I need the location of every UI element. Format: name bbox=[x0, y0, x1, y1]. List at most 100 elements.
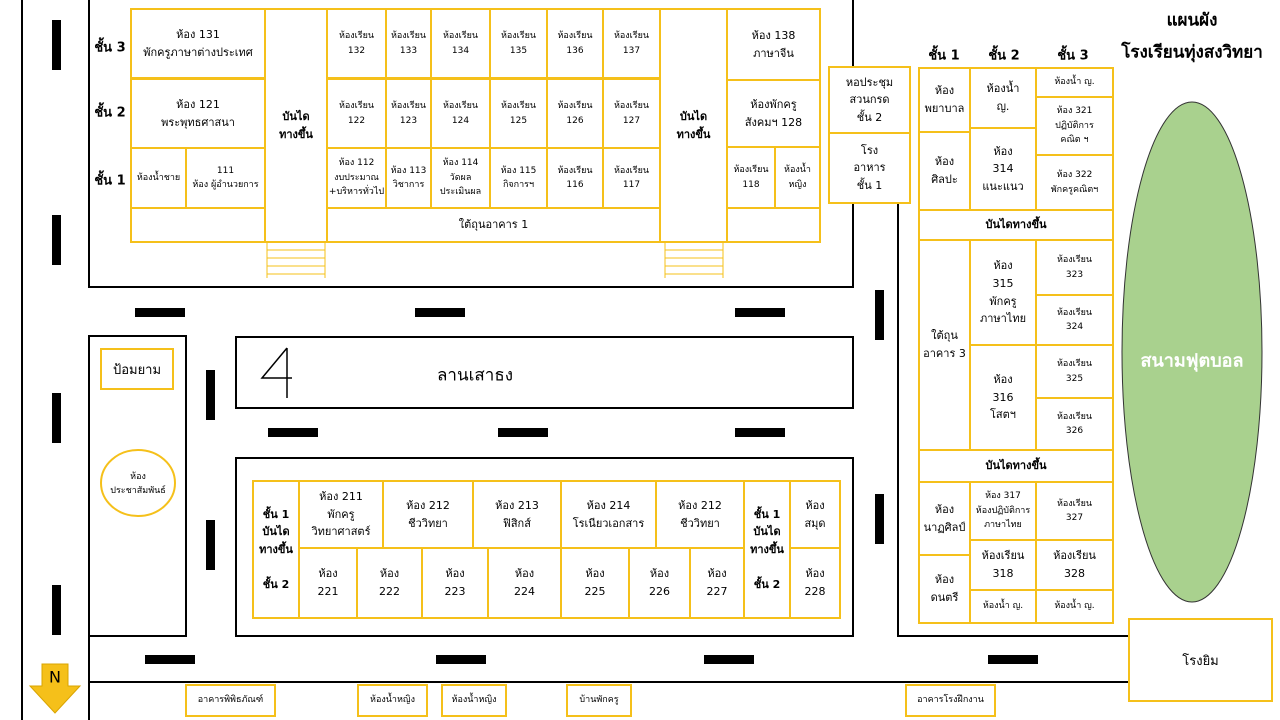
room-building1-r126: ห้องเรียน 126 bbox=[546, 78, 604, 149]
floor-label: ชั้น 1 bbox=[94, 173, 126, 189]
room-building3-art: ห้อง ศิลปะ bbox=[918, 131, 971, 211]
room-building1-r123: ห้องเรียน 123 bbox=[385, 78, 432, 149]
road-marking bbox=[875, 494, 884, 544]
room-building1-r118: ห้องเรียน 118 bbox=[726, 146, 776, 209]
school-name: โรงเรียนทุ่งสงวิทยา bbox=[1121, 42, 1263, 63]
room-building3-r326: ห้องเรียน 326 bbox=[1035, 397, 1114, 451]
room-building2-r213: ห้อง 213 ฟิสิกส์ bbox=[472, 480, 562, 549]
pr-room-label: ห้อง ประชาสัมพันธ์ bbox=[110, 472, 166, 496]
room-building1-r131: ห้อง 131 พักครูภาษาต่างประเทศ bbox=[130, 8, 266, 79]
room-building3-r315: ห้อง 315 พักครู ภาษาไทย bbox=[969, 239, 1037, 346]
stairs-icon bbox=[266, 243, 724, 278]
room-building1-r117: ห้องเรียน 117 bbox=[602, 147, 661, 209]
room-building2-r214: ห้อง 214 โรเนียวเอกสาร bbox=[560, 480, 657, 549]
room-building3-stairs2: บันไดทางขึ้น bbox=[918, 449, 1114, 483]
building-2-outline bbox=[235, 457, 854, 637]
room-building1-under: ใต้ถุนอาคาร 1 bbox=[326, 207, 661, 243]
road-edge-left bbox=[21, 0, 23, 720]
road-marking bbox=[875, 290, 884, 340]
road-marking bbox=[415, 308, 465, 317]
guard-area-outline bbox=[88, 335, 187, 637]
room-building2-library: ห้อง สมุด bbox=[789, 480, 841, 549]
flagpole-label: ลานเสาธง bbox=[437, 365, 513, 386]
room-building3-nurse: ห้อง พยาบาล bbox=[918, 67, 971, 133]
room-building3-r318: ห้องเรียน 318 bbox=[969, 539, 1037, 591]
guard-post: ป้อมยาม bbox=[100, 348, 174, 390]
north-label: N bbox=[49, 667, 61, 687]
road-marking bbox=[498, 428, 548, 437]
floor-label: ชั้น 2 bbox=[94, 105, 126, 121]
room-building1-stairs_right: บันได ทางขึ้น bbox=[659, 8, 728, 243]
room-building1-r115: ห้อง 115 กิจการฯ bbox=[489, 147, 548, 209]
road-marking bbox=[436, 655, 486, 664]
room-building3-r317: ห้อง 317 ห้องปฏิบัติการ ภาษาไทย bbox=[969, 481, 1037, 541]
floor-label: ชั้น 3 bbox=[1057, 48, 1089, 64]
room-building2-r212a: ห้อง 212 ชีววิทยา bbox=[382, 480, 474, 549]
room-building1-r114: ห้อง 114 วัดผล ประเมินผล bbox=[430, 147, 491, 209]
gym: โรงยิม bbox=[1128, 618, 1273, 702]
room-bottom-0: อาคารพิพิธภัณฑ์ bbox=[185, 684, 276, 717]
room-hall-lower: โรง อาหาร ชั้น 1 bbox=[828, 132, 911, 204]
room-building1-r111: 111 ห้อง ผู้อำนวยการ bbox=[185, 147, 266, 209]
road-marking bbox=[145, 655, 195, 664]
room-building1-r128: ห้องพักครู สังคมฯ 128 bbox=[726, 79, 821, 148]
room-building3-r324: ห้องเรียน 324 bbox=[1035, 294, 1114, 346]
room-building1-r132: ห้องเรียน 132 bbox=[326, 8, 387, 79]
room-building3-dance: ห้อง นาฏศิลป์ bbox=[918, 481, 971, 556]
room-building3-r322: ห้อง 322 พักครูคณิตฯ bbox=[1035, 154, 1114, 211]
floor-label: ชั้น 3 bbox=[94, 40, 126, 56]
room-building1-r112: ห้อง 112 งบประมาณ +บริหารทั่วไป bbox=[326, 147, 387, 209]
empty-space bbox=[130, 207, 266, 243]
room-building2-r211: ห้อง 211 พักครู วิทยาศาสตร์ bbox=[298, 480, 384, 549]
room-building1-r134: ห้องเรียน 134 bbox=[430, 8, 491, 79]
room-building3-r314: ห้อง 314 แนะแนว bbox=[969, 127, 1037, 211]
room-hall-upper: หอประชุม สวนกรด ชั้น 2 bbox=[828, 66, 911, 134]
flagpole-icon bbox=[260, 347, 292, 398]
room-building1-r127: ห้องเรียน 127 bbox=[602, 78, 661, 149]
football-field bbox=[1121, 101, 1263, 603]
room-bottom-2: ห้องน้ำหญิง bbox=[441, 684, 507, 717]
road-marking bbox=[52, 215, 61, 265]
room-building3-r323: ห้องเรียน 323 bbox=[1035, 239, 1114, 296]
room-building1-r121: ห้อง 121 พระพุทธศาสนา bbox=[130, 78, 266, 149]
room-building3-stairs1: บันไดทางขึ้น bbox=[918, 209, 1114, 241]
room-building1-r116: ห้องเรียน 116 bbox=[546, 147, 604, 209]
road-marking bbox=[735, 428, 785, 437]
field-label: สนามฟุตบอล bbox=[1140, 350, 1244, 372]
north-arrow-icon bbox=[28, 663, 82, 714]
floor-label: ชั้น 1 bbox=[928, 48, 960, 64]
room-building1-r122: ห้องเรียน 122 bbox=[326, 78, 387, 149]
room-building2-r227: ห้อง 227 bbox=[689, 547, 745, 619]
room-building3-wc_f_3: ห้องน้ำ ญ. bbox=[1035, 67, 1114, 98]
road-marking bbox=[135, 308, 185, 317]
road-marking bbox=[268, 428, 318, 437]
road-edge-bottom bbox=[88, 681, 1128, 683]
floor-label: ชั้น 2 bbox=[988, 48, 1020, 64]
room-building1-wc_male: ห้องน้ำชาย bbox=[130, 147, 187, 209]
room-bottom-1: ห้องน้ำหญิง bbox=[357, 684, 428, 717]
room-building3-r325: ห้องเรียน 325 bbox=[1035, 344, 1114, 399]
road-marking bbox=[52, 20, 61, 70]
room-building2-stairs_left: ชั้น 1 บันได ทางขึ้น ชั้น 2 bbox=[252, 480, 300, 619]
room-building1-r135: ห้องเรียน 135 bbox=[489, 8, 548, 79]
empty-space bbox=[726, 207, 821, 243]
room-building1-wc_female: ห้องน้ำ หญิง bbox=[774, 146, 821, 209]
room-building2-r223: ห้อง 223 bbox=[421, 547, 489, 619]
room-building3-r328: ห้องเรียน 328 bbox=[1035, 539, 1114, 591]
room-building1-r124: ห้องเรียน 124 bbox=[430, 78, 491, 149]
road-marking bbox=[704, 655, 754, 664]
room-building1-stairs_left: บันได ทางขึ้น bbox=[264, 8, 328, 243]
room-building2-r228: ห้อง 228 bbox=[789, 547, 841, 619]
room-building2-r222: ห้อง 222 bbox=[356, 547, 423, 619]
room-building3-under: ใต้ถุน อาคาร 3 bbox=[918, 239, 971, 451]
room-building2-r224: ห้อง 224 bbox=[487, 547, 562, 619]
room-building2-stairs_right: ชั้น 1 บันได ทางขึ้น ชั้น 2 bbox=[743, 480, 791, 619]
room-building3-wc_b: ห้องน้ำ ญ. bbox=[1035, 589, 1114, 624]
pr-room-circle bbox=[100, 449, 176, 517]
room-building3-r327: ห้องเรียน 327 bbox=[1035, 481, 1114, 541]
room-building3-music: ห้อง ดนตรี bbox=[918, 554, 971, 624]
road-marking bbox=[52, 393, 61, 443]
flagpole-yard bbox=[235, 336, 854, 409]
road-marking bbox=[735, 308, 785, 317]
